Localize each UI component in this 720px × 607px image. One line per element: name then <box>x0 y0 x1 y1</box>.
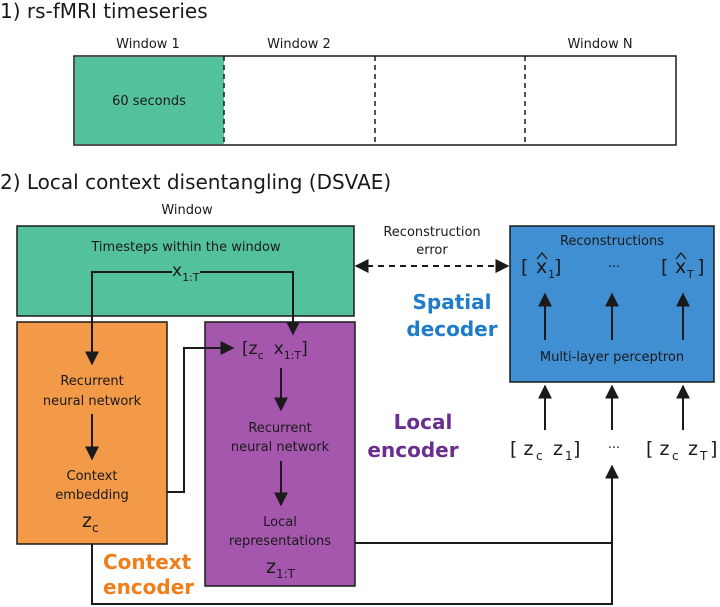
svg-text:1: 1 <box>565 449 573 463</box>
window-title: Window <box>161 203 213 218</box>
context-rnn-line2: neural network <box>43 394 142 409</box>
svg-text:c: c <box>672 449 679 463</box>
latent-pair-1: [ z c z 1 ] <box>510 438 580 463</box>
xhat-t: [ x T ] <box>661 251 704 281</box>
local-rnn-line1: Recurrent <box>248 421 311 436</box>
svg-text:T: T <box>686 268 694 281</box>
svg-text:x: x <box>536 256 547 278</box>
svg-text:[: [ <box>661 256 668 278</box>
reconstructions-title: Reconstructions <box>560 234 664 249</box>
local-rnn-line2: neural network <box>231 440 330 455</box>
xhat-ellipsis: ··· <box>608 260 620 275</box>
local-repr-line2: representations <box>229 534 331 549</box>
svg-text:T: T <box>699 449 708 463</box>
mlp-text: Multi-layer perceptron <box>540 350 684 365</box>
svg-text:c: c <box>536 449 543 463</box>
input-x: x1:T <box>172 261 200 284</box>
window1-label: Window 1 <box>116 37 180 52</box>
segment-duration-text: 60 seconds <box>112 94 186 109</box>
local-encoder-label-2: encoder <box>367 438 458 462</box>
svg-text:z: z <box>553 438 563 460</box>
latent-pair-t: [ z c z T ] <box>646 438 717 463</box>
local-repr-line1: Local <box>263 515 297 530</box>
svg-text:]: ] <box>697 256 704 278</box>
local-encoder-label-1: Local <box>394 410 453 434</box>
svg-text:[ z: [ z <box>646 438 669 460</box>
context-encoder-label-1: Context <box>103 550 192 574</box>
zc-label: zc <box>82 510 99 535</box>
context-encoder-label-2: encoder <box>103 575 194 599</box>
window1-segment <box>75 57 224 144</box>
xhat-1: [ x 1 ] <box>521 251 561 281</box>
spatial-decoder-label-2: decoder <box>406 317 497 341</box>
context-rnn-line1: Recurrent <box>60 374 123 389</box>
window-box <box>16 225 355 317</box>
svg-text:]: ] <box>573 438 580 460</box>
svg-text:]: ] <box>710 438 717 460</box>
input-to-context-rnn-arrow <box>85 271 172 366</box>
latent-ellipsis: ··· <box>608 441 620 456</box>
svg-text:1: 1 <box>548 268 555 281</box>
timesteps-text: Timesteps within the window <box>90 240 281 255</box>
recon-error-line2: error <box>416 243 448 258</box>
spatial-decoder-label-1: Spatial <box>413 290 492 314</box>
svg-text:[: [ <box>521 256 528 278</box>
zc-to-latent-arrow <box>91 464 619 605</box>
z1T-label: z1:T <box>266 556 296 581</box>
recon-error-line1: Reconstruction <box>383 225 480 240</box>
section2-title: 2) Local context disentangling (DSVAE) <box>0 170 391 194</box>
svg-text:x: x <box>675 256 686 278</box>
svg-text:]: ] <box>554 256 561 278</box>
svg-text:[ z: [ z <box>510 438 533 460</box>
context-embedding-line1: Context <box>67 469 118 484</box>
context-embedding-line2: embedding <box>55 488 129 503</box>
input-to-local-arrow <box>200 271 300 336</box>
window2-label: Window 2 <box>267 37 331 52</box>
section1-title: 1) rs-fMRI timeseries <box>0 0 208 23</box>
windowN-label: Window N <box>567 37 632 52</box>
svg-text:z: z <box>688 438 698 460</box>
local-encoder-box <box>204 321 356 587</box>
embedding-to-local-arrow <box>167 341 235 493</box>
